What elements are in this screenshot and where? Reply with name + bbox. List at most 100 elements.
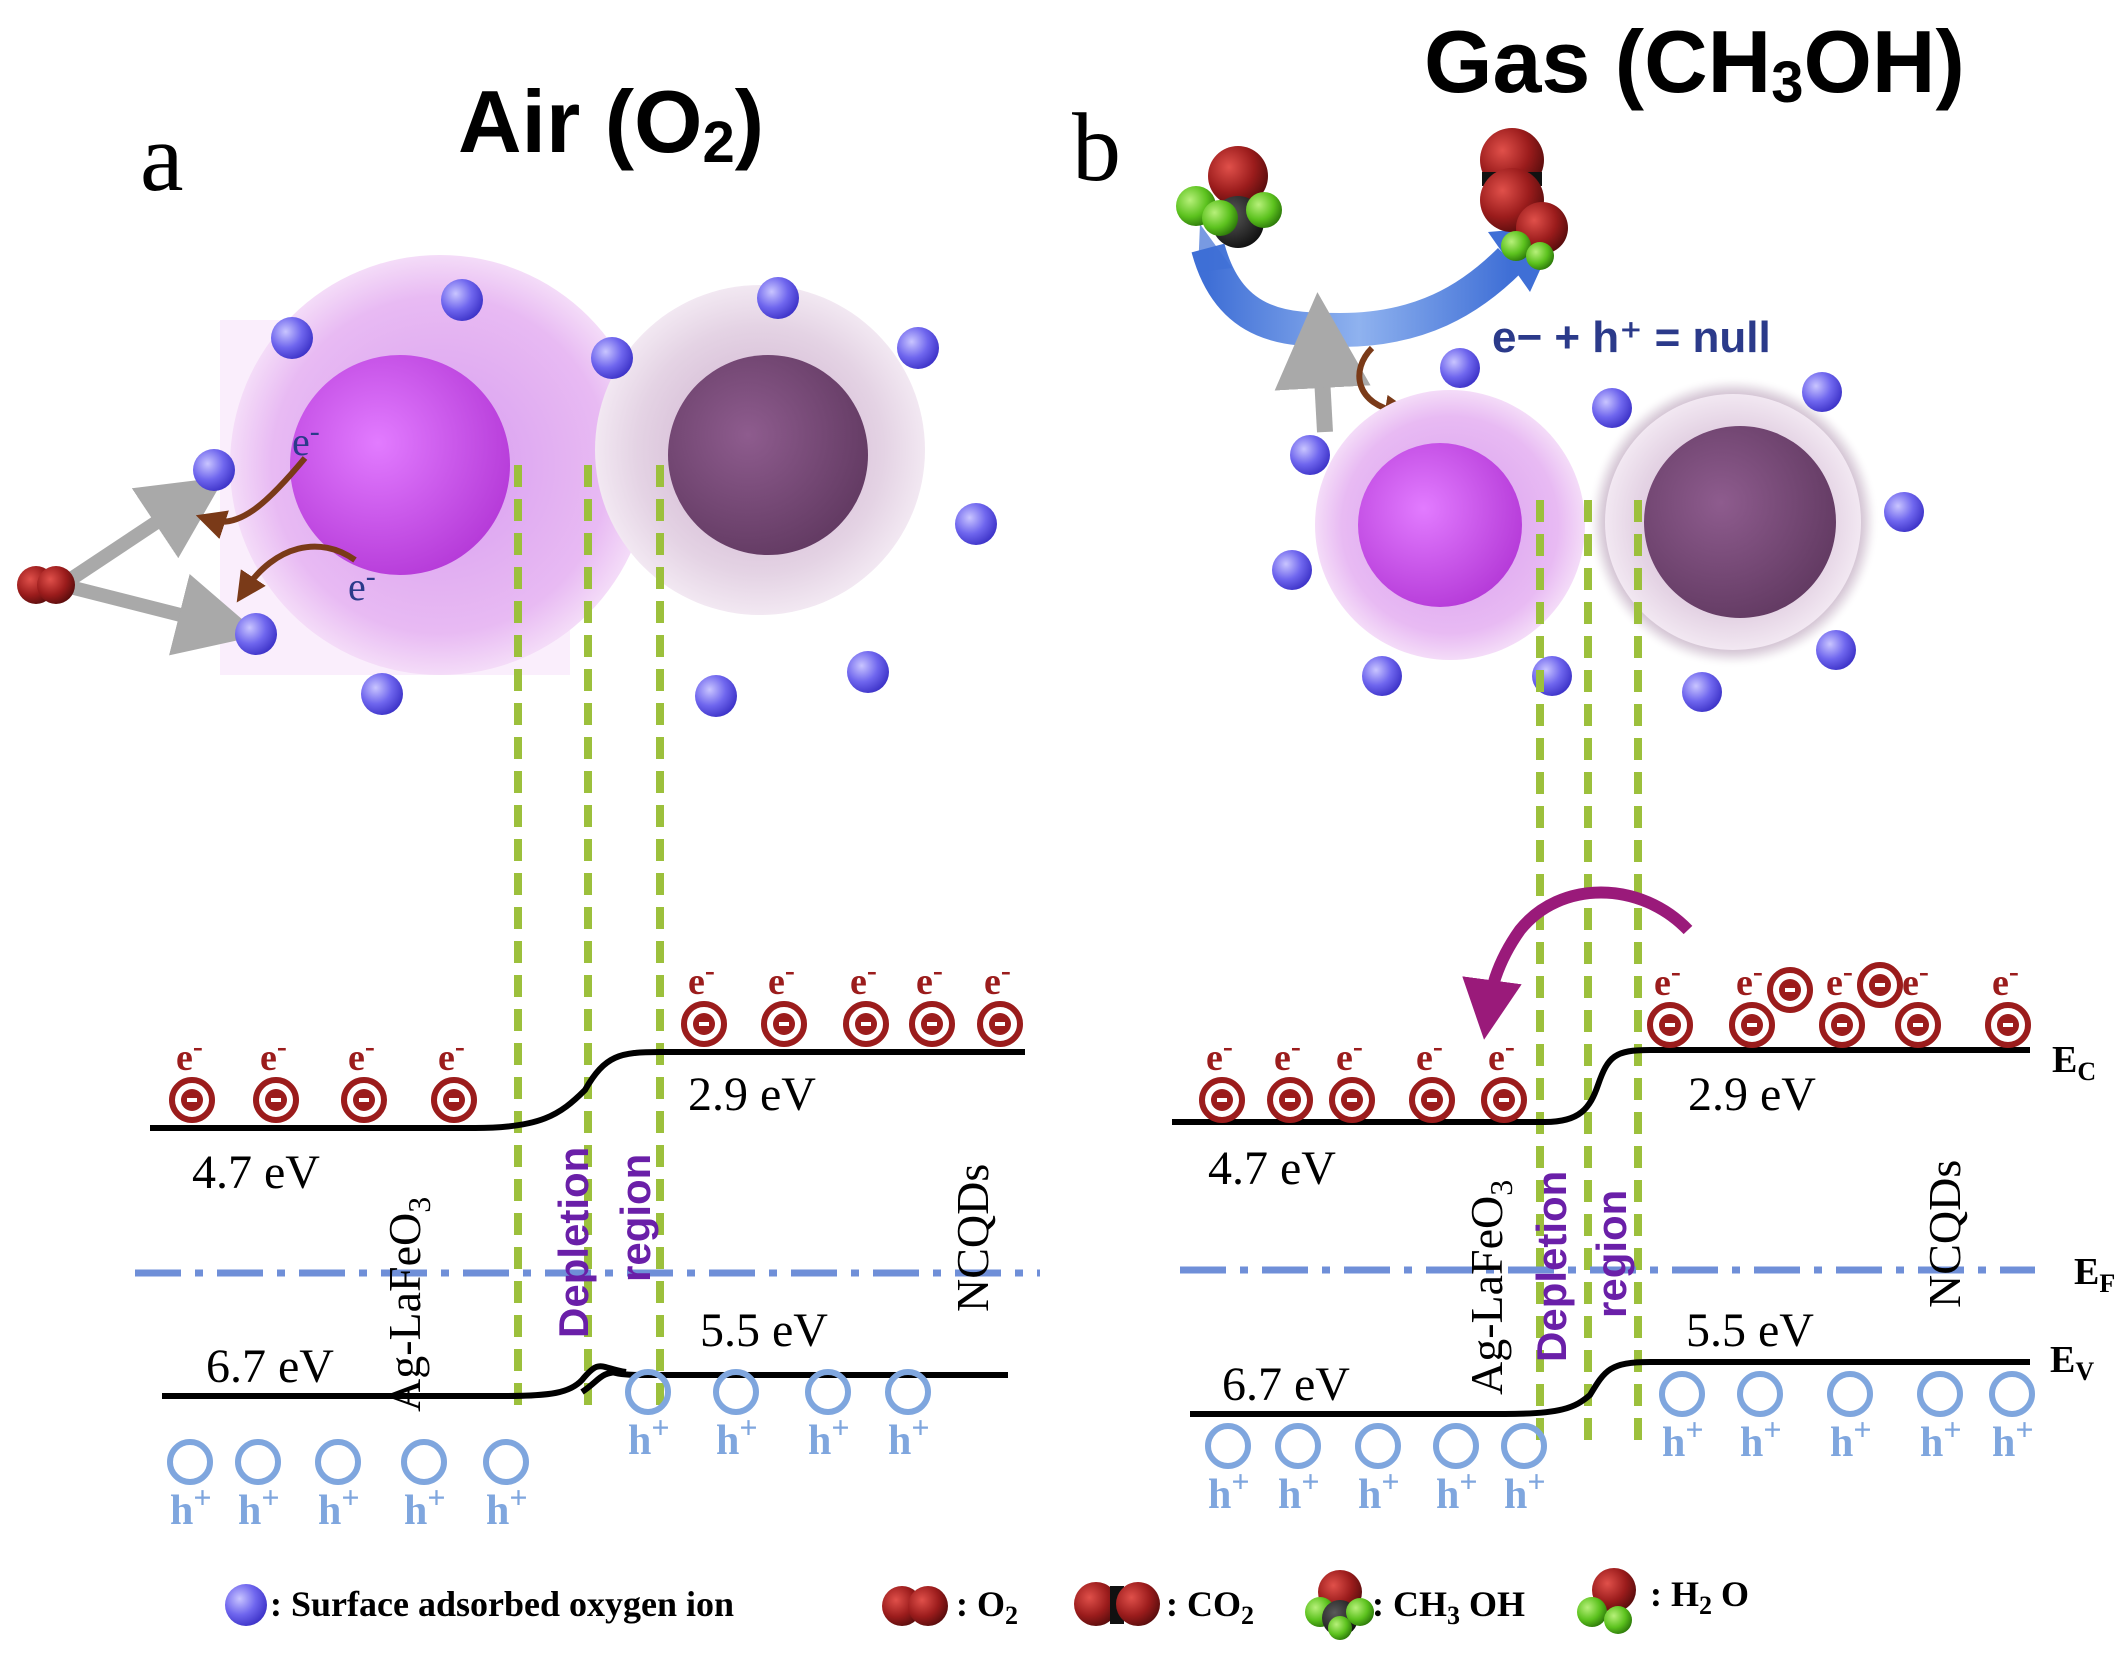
ag-lafeo3-particle-b	[1315, 390, 1585, 660]
legend-h2o-icon	[1577, 1568, 1636, 1634]
hole-label: h+	[808, 1409, 850, 1464]
oxygen-ion	[1802, 372, 1842, 412]
electron-label: e-	[1736, 955, 1763, 1004]
oxygen-ion	[361, 673, 403, 715]
hole-label: h+	[1358, 1463, 1400, 1518]
legend-co2-icon	[1074, 1582, 1160, 1626]
hole-symbol: h+	[1433, 1423, 1479, 1518]
oxygen-ions-b	[1272, 348, 1924, 712]
hole-label: h+	[318, 1479, 360, 1534]
ev-right-label-b: 5.5 eV	[1686, 1304, 1814, 1357]
electron-label: e-	[1826, 955, 1853, 1004]
electron-transfer-arrow-1	[195, 456, 308, 539]
oxygen-ion	[193, 449, 235, 491]
electron-label: e-	[176, 1030, 203, 1079]
co2-molecule-icon	[1480, 128, 1544, 232]
electron-symbol: e-	[1199, 1030, 1245, 1123]
oxygen-ion	[757, 277, 799, 319]
oxygen-ion	[1362, 656, 1402, 696]
electron-symbol: e-	[1409, 1030, 1455, 1123]
electron-symbol	[1857, 962, 1903, 1008]
hole-label: h+	[716, 1409, 758, 1464]
legend-o2-label: : O2	[956, 1584, 1018, 1630]
ec-left-label-a: 4.7 eV	[192, 1146, 320, 1199]
electron-label: e-	[984, 954, 1011, 1003]
legend: : Surface adsorbed oxygen ion : O2 : CO2…	[225, 1568, 1749, 1640]
depletion-label-b: Depletion	[1528, 1171, 1575, 1362]
panel-a-letter: a	[140, 104, 184, 212]
hole-label: h+	[888, 1409, 930, 1464]
panel-b: b Gas (CH3OH) e- e− + h⁺ = null	[1072, 12, 2115, 1518]
legend-oxygen-ion-icon	[225, 1584, 267, 1626]
hole-symbol: h+	[235, 1439, 281, 1534]
electron-flow-arrow	[1462, 886, 1693, 1040]
ev-level-label: EV	[2050, 1339, 2094, 1386]
electron-label: e-	[688, 954, 715, 1003]
electron-symbol: e-	[977, 954, 1023, 1047]
oxygen-ion	[1272, 550, 1312, 590]
hole-symbol: h+	[1659, 1371, 1705, 1466]
ef-level-label: EF	[2074, 1251, 2115, 1298]
electrons-a: e-e-e-e-e-e-e-e-e-	[169, 954, 1023, 1123]
electron-label: e-	[916, 954, 943, 1003]
ec-level-label: EC	[2052, 1039, 2096, 1086]
hole-symbol: h+	[625, 1369, 671, 1464]
panel-b-title-main: Gas (CH	[1424, 12, 1771, 111]
hole-symbol: h+	[167, 1439, 213, 1534]
oxygen-ion	[1884, 492, 1924, 532]
panel-b-title: Gas (CH3OH)	[1424, 12, 1965, 115]
hole-label: h+	[1208, 1463, 1250, 1518]
electron-symbol: e-	[1481, 1030, 1527, 1123]
reaction-arrow	[1191, 243, 1523, 348]
ec-right-label-a: 2.9 eV	[688, 1068, 816, 1121]
valence-band-b	[1190, 1359, 2030, 1417]
electron-symbol: e-	[681, 954, 727, 1047]
hole-label: h+	[1436, 1463, 1478, 1518]
electron-label: e-	[1416, 1030, 1443, 1079]
ev-right-label-a: 5.5 eV	[700, 1304, 828, 1357]
hole-symbol: h+	[401, 1439, 447, 1534]
panel-b-title-sub: 3	[1771, 50, 1803, 115]
electron-label-a-1: e-	[292, 415, 320, 464]
null-equation: e− + h⁺ = null	[1492, 313, 1771, 362]
oxygen-ion	[1682, 672, 1722, 712]
hole-label: h+	[170, 1479, 212, 1534]
oxygen-ion	[441, 279, 483, 321]
hole-symbol: h+	[1355, 1423, 1401, 1518]
material-left-label-b: Ag-LaFeO3	[1461, 1180, 1519, 1395]
panel-a-title: Air (O2)	[458, 72, 764, 175]
electron-label: e-	[1488, 1030, 1515, 1079]
region-label-b: region	[1588, 1190, 1635, 1318]
oxygen-ion	[1816, 630, 1856, 670]
electron-symbol: e-	[341, 1030, 387, 1123]
depletion-label-a: Depletion	[550, 1147, 597, 1338]
panel-a-title-sub: 2	[702, 110, 734, 175]
hole-label: h+	[1504, 1463, 1546, 1518]
gray-up-arrow	[1274, 292, 1371, 433]
hole-label: h+	[1740, 1411, 1782, 1466]
electron-symbol: e-	[431, 1030, 477, 1123]
hole-symbol: h+	[1989, 1371, 2035, 1466]
oxygen-ion	[591, 337, 633, 379]
hole-label: h+	[1662, 1411, 1704, 1466]
electron-symbol: e-	[1647, 955, 1693, 1048]
electron-label: e-	[1206, 1030, 1233, 1079]
h2o-molecule-icon	[1501, 202, 1568, 270]
electron-symbol: e-	[909, 954, 955, 1047]
electron-label: e-	[348, 1030, 375, 1079]
hole-symbol: h+	[1501, 1423, 1547, 1518]
oxygen-ion	[1592, 388, 1632, 428]
legend-ch3oh-icon	[1305, 1570, 1374, 1640]
hole-label: h+	[486, 1479, 528, 1534]
ec-left-label-b: 4.7 eV	[1208, 1142, 1336, 1195]
hole-symbol: h+	[805, 1369, 851, 1464]
material-right-label-b: NCQDs	[1919, 1160, 1970, 1308]
oxygen-ion	[897, 327, 939, 369]
electron-label: e-	[1336, 1030, 1363, 1079]
conduction-band-b	[1172, 1047, 2030, 1125]
electron-symbol: e-	[1819, 955, 1865, 1048]
hole-symbol: h+	[483, 1439, 529, 1534]
electron-symbol	[1767, 967, 1813, 1013]
oxygen-ion	[235, 613, 277, 655]
hole-label: h+	[404, 1479, 446, 1534]
